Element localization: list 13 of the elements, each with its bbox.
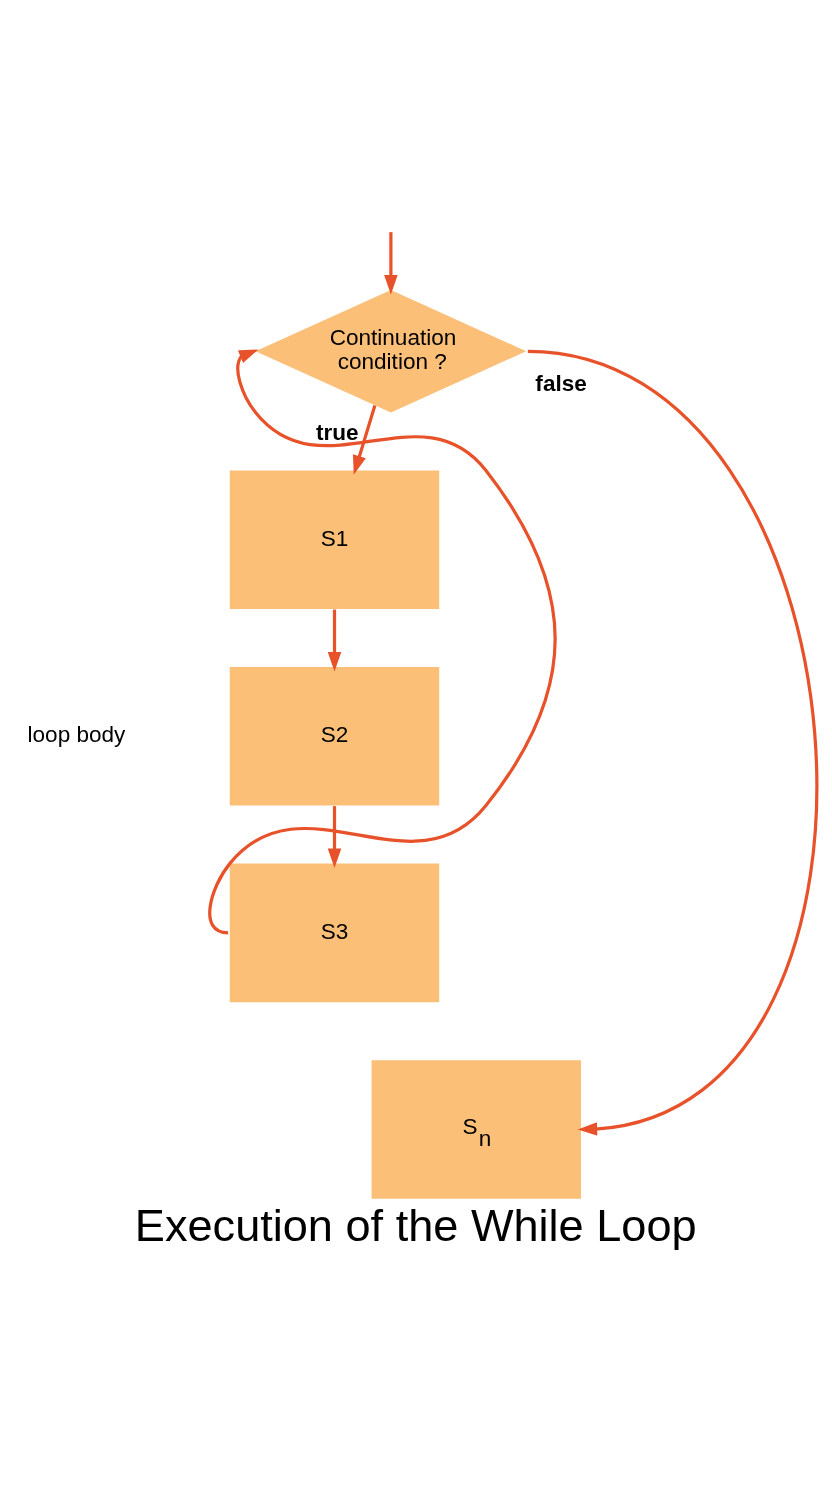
- arrow: [352, 405, 377, 475]
- node-box: S3: [229, 863, 440, 1003]
- label: loop body: [27, 722, 126, 748]
- node-diamond: Continuation condition ?: [255, 290, 527, 413]
- arrow: [527, 349, 818, 1136]
- node-box: S1: [229, 470, 440, 610]
- arrow: [384, 232, 398, 295]
- edge-label: false: [535, 371, 587, 397]
- caption: Execution of the While Loop: [134, 1200, 697, 1252]
- arrow: [327, 806, 342, 868]
- arrow: [327, 609, 342, 672]
- edge-label: true: [315, 419, 359, 445]
- node-box: S2: [229, 667, 440, 806]
